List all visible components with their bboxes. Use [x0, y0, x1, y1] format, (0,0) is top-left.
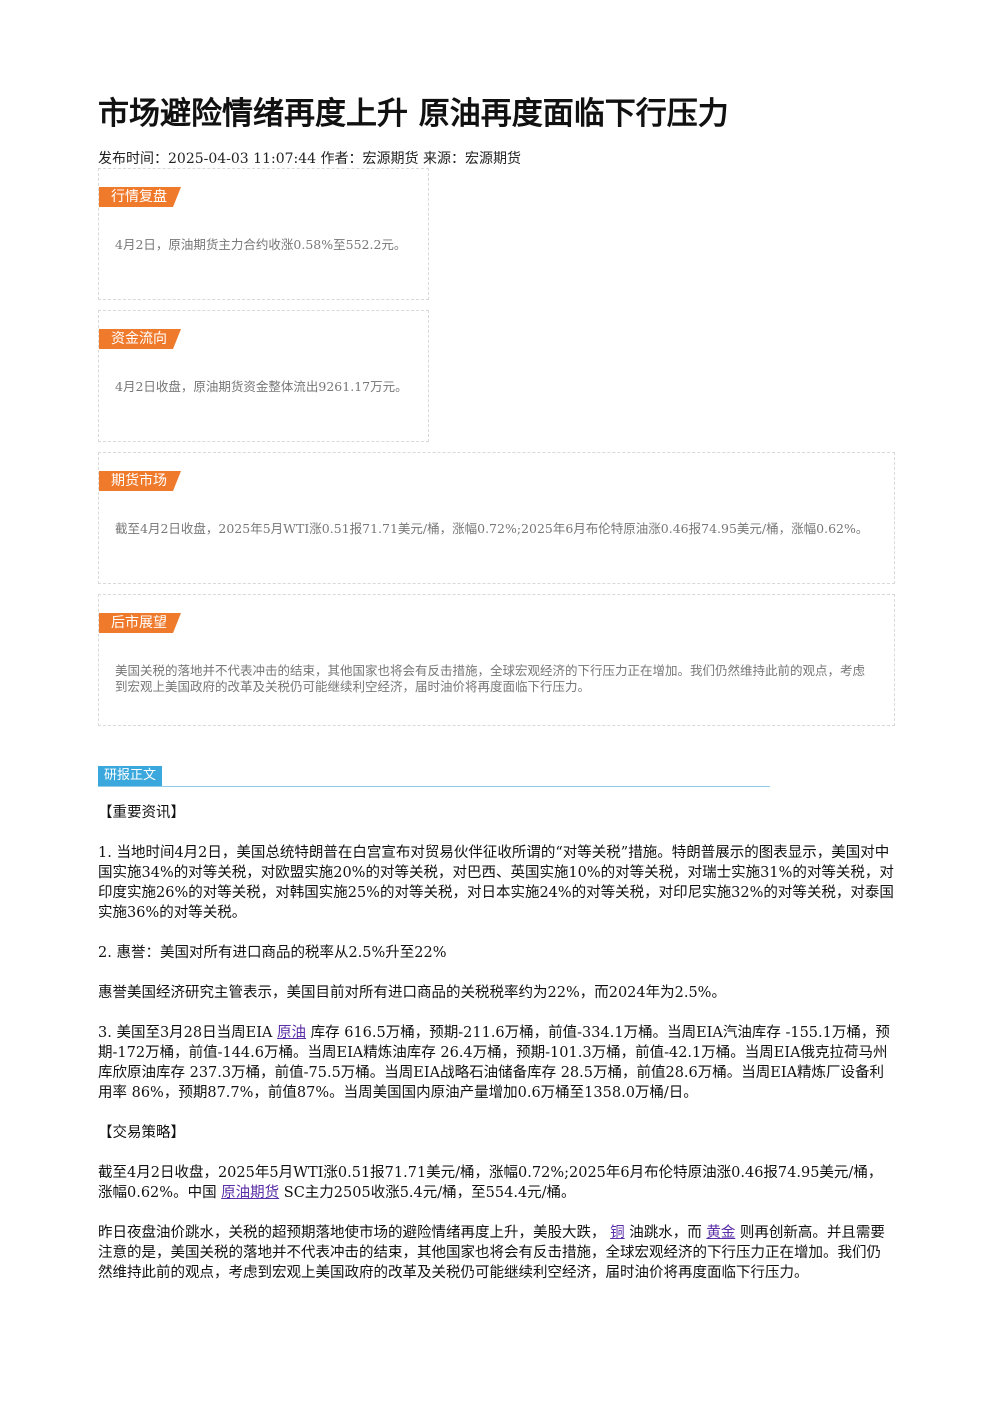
- box-tag: 后市展望: [99, 613, 181, 633]
- heading-important-news: 【重要资讯】: [98, 805, 185, 821]
- paragraph-strategy-2: 昨日夜盘油价跳水，关税的超预期落地使市场的避险情绪再度上升，美股大跌， 铜 油跳…: [98, 1223, 894, 1283]
- heading-trading-strategy: 【交易策略】: [98, 1125, 185, 1141]
- paragraph-news-1: 1. 当地时间4月2日，美国总统特朗普在白宫宣布对贸易伙伴征收所谓的“对等关税”…: [98, 845, 894, 921]
- box-tag: 期货市场: [99, 471, 181, 491]
- text-segment: 则再创新高。并且需要注意的是，美国关税的落地并不代表冲击的结束，其他国家也将会有…: [98, 1225, 885, 1281]
- text-segment: 昨日夜盘油价跳水，关税的超预期落地使市场的避险情绪再度上升，美股大跌，: [98, 1225, 611, 1241]
- publish-meta: 发布时间：2025-04-03 11:07:44 作者：宏源期货 来源：宏源期货: [98, 151, 521, 167]
- summary-box-market-review: 行情复盘 4月2日，原油期货主力合约收涨0.58%至552.2元。: [98, 168, 429, 300]
- text-segment: 油跳水，而: [624, 1225, 707, 1241]
- paragraph-news-2: 2. 惠誉：美国对所有进口商品的税率从2.5%升至22%: [98, 945, 447, 961]
- summary-box-futures-market: 期货市场 截至4月2日收盘，2025年5月WTI涨0.51报71.71美元/桶，…: [98, 452, 895, 584]
- paragraph-news-2-detail: 惠誉美国经济研究主管表示，美国目前对所有进口商品的关税税率约为22%，而2024…: [98, 985, 726, 1001]
- box-text: 截至4月2日收盘，2025年5月WTI涨0.51报71.71美元/桶，涨幅0.7…: [115, 521, 869, 536]
- text-segment: 库存 616.5万桶，预期-211.6万桶，前值-334.1万桶。当周EIA汽油…: [98, 1025, 890, 1101]
- text-segment: 截至4月2日收盘，2025年5月WTI涨0.51报71.71美元/桶，涨幅0.7…: [98, 1165, 883, 1201]
- link-gold[interactable]: 黄金: [706, 1225, 736, 1241]
- box-tag: 资金流向: [99, 329, 181, 349]
- paragraph-news-3: 3. 美国至3月28日当周EIA 原油 库存 616.5万桶，预期-211.6万…: [98, 1023, 894, 1103]
- summary-box-outlook: 后市展望 美国关税的落地并不代表冲击的结束，其他国家也将会有反击措施，全球宏观经…: [98, 594, 895, 726]
- box-text: 美国关税的落地并不代表冲击的结束，其他国家也将会有反击措施，全球宏观经济的下行压…: [115, 663, 866, 694]
- summary-box-fund-flow: 资金流向 4月2日收盘，原油期货资金整体流出9261.17万元。: [98, 310, 429, 442]
- page-title: 市场避险情绪再度上升 原油再度面临下行压力: [98, 96, 729, 132]
- box-tag: 行情复盘: [99, 187, 181, 207]
- text-segment: 3. 美国至3月28日当周EIA: [98, 1025, 278, 1041]
- report-section-header: 研报正文: [98, 766, 770, 787]
- box-text: 4月2日，原油期货主力合约收涨0.58%至552.2元。: [115, 237, 407, 252]
- link-crude-oil-futures[interactable]: 原油期货: [221, 1185, 280, 1201]
- box-text: 4月2日收盘，原油期货资金整体流出9261.17万元。: [115, 379, 408, 394]
- paragraph-strategy-1: 截至4月2日收盘，2025年5月WTI涨0.51报71.71美元/桶，涨幅0.7…: [98, 1163, 894, 1203]
- text-segment: SC主力2505收涨5.4元/桶，至554.4元/桶。: [279, 1185, 576, 1201]
- link-crude-oil[interactable]: 原油: [277, 1025, 307, 1041]
- link-copper[interactable]: 铜: [610, 1225, 625, 1241]
- report-section-label: 研报正文: [98, 766, 163, 786]
